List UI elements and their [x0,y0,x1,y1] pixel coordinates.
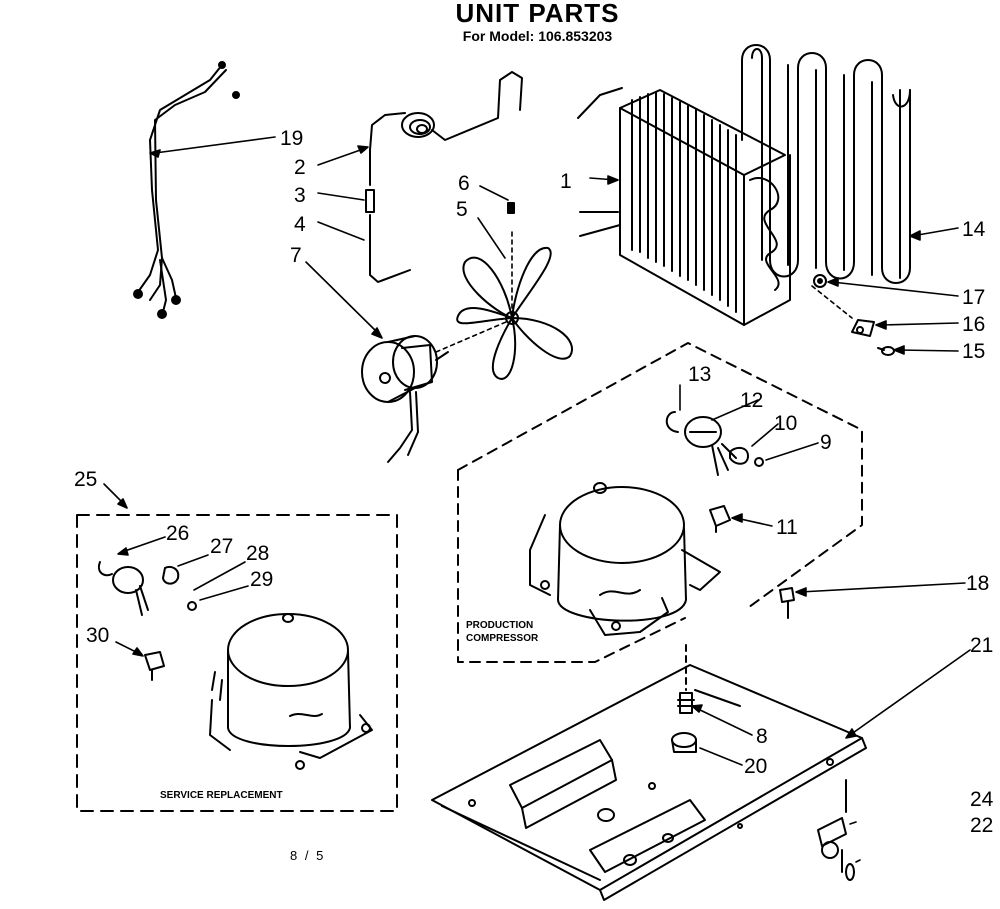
part-11-relay [709,505,731,533]
service-replacement-label: SERVICE REPLACEMENT [160,790,283,801]
grommet [677,692,695,714]
service-replacement-box [76,514,398,812]
part-15-screw [877,346,895,356]
callout-15: 15 [962,340,985,363]
callout-19: 19 [280,127,303,150]
page-footer: 8 / 5 [290,848,326,863]
part-18-screw [779,587,795,619]
production-label-line1: PRODUCTION [466,620,533,631]
condenser [577,87,791,326]
callout-21: 21 [970,634,993,657]
part-16-clip [851,319,875,337]
callout-3: 3 [294,184,306,207]
callout-25: 25 [74,468,97,491]
callout-30: 30 [86,624,109,647]
fan-motor [361,335,449,463]
fan-nut [507,202,515,214]
callout-20: 20 [744,755,767,778]
callout-11: 11 [776,516,798,539]
evaporator-coil [741,44,911,284]
callout-13: 13 [688,363,711,386]
production-compressor-box [457,342,863,663]
callout-24: 24 [970,788,994,811]
leader-lines [103,136,971,863]
callout-8: 8 [756,725,768,748]
callout-28: 28 [246,542,269,565]
callout-12: 12 [740,389,763,412]
callout-2: 2 [294,156,306,179]
callout-9: 9 [820,431,832,454]
callout-1: 1 [560,170,572,193]
service-relay [144,651,165,681]
callout-27: 27 [210,535,233,558]
production-label-line2: COMPRESSOR [466,633,539,644]
callout-14: 14 [962,218,986,241]
callout-17: 17 [962,286,985,309]
diagram-title: UNIT PARTS [455,0,620,28]
wire-harness [133,61,240,319]
callout-5: 5 [456,198,468,221]
callout-labels: 19 2 3 4 7 6 5 1 14 17 16 15 13 12 10 9 … [74,127,994,837]
production-compressor [529,482,721,636]
base-pan [431,644,867,901]
callout-26: 26 [166,522,189,545]
callout-10: 10 [774,412,797,435]
callout-29: 29 [250,568,273,591]
callout-16: 16 [962,313,985,336]
callout-18: 18 [966,572,989,595]
service-compressor [209,613,373,770]
protector-assembly [665,411,764,476]
spacer [671,732,697,753]
service-protector [98,561,197,616]
callout-22: 22 [970,814,993,837]
callout-6: 6 [458,172,470,195]
diagram-subtitle: For Model: 106.853203 [462,28,613,44]
callout-7: 7 [290,244,302,267]
part-17-screw [813,274,827,288]
capillary-tube [365,71,523,283]
callout-4: 4 [294,213,306,236]
caster [817,779,855,881]
fan-blade [456,246,573,380]
